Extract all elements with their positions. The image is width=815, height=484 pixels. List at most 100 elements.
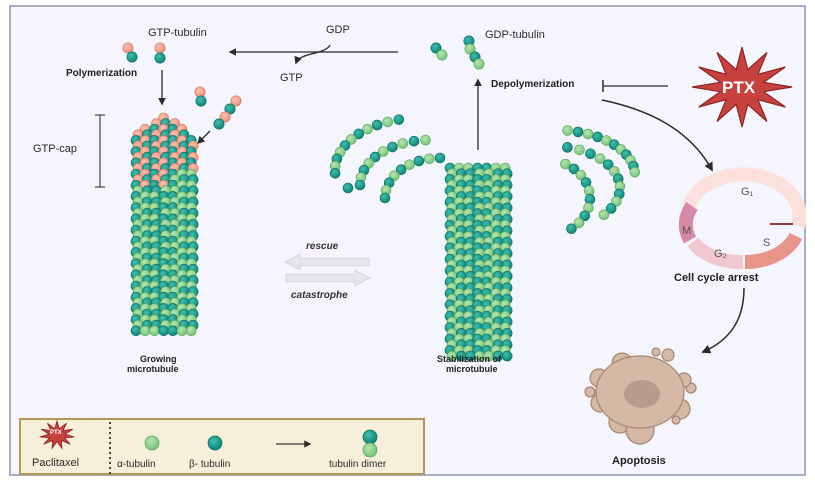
catastrophe-label: catastrophe [291,290,348,301]
alpha-tubulin-bead [149,325,160,337]
cell-cycle-g1-label: G₁ [741,186,754,198]
apoptotic-cell [584,347,697,445]
beta-tubulin-bead [354,179,366,191]
alpha-tubulin-bead [185,325,197,337]
addition-arrow [196,130,211,145]
cell-cycle-g2-label: G₂ [714,248,727,260]
alpha-tubulin-bead [464,43,476,55]
alpha-tubulin-bead [436,49,448,61]
gtp-tubulin-label: GTP-tubulin [148,27,207,39]
beta-tubulin-bead [167,325,179,337]
alpha-tubulin-bead [594,153,606,165]
alpha-tubulin-bead [176,325,188,337]
beta-tubulin-bead [434,152,446,164]
beta-tubulin-bead [395,164,407,176]
beta-tubulin-bead [572,126,584,138]
alpha-tubulin-bead [404,159,415,171]
depolymerization-label: Depolymerization [491,79,575,90]
cell-cycle-g1-segment [682,167,807,229]
alpha-tubulin-bead [423,153,435,165]
beta-tubulin-bead [501,350,513,362]
ptx-starburst [691,46,793,128]
beta-tubulin-bead [605,203,617,214]
alpha-tubulin-bead [629,166,641,178]
ptx-label: PTX [722,78,756,97]
beta-tubulin-bead [329,167,341,179]
legend-tubulin-dimer-label: tubulin dimer [329,459,387,470]
gdp-tubulin-label: GDP-tubulin [485,29,545,41]
gtp-tubulin-bead [219,111,231,123]
beta-tubulin-bead [579,210,591,222]
gtp-label: GTP [280,72,303,84]
beta-tubulin-bead [413,155,425,167]
rescue-label: rescue [306,241,339,252]
beta-tubulin-bead [379,192,391,204]
beta-tubulin-bead [224,103,236,115]
alpha-tubulin-bead [139,325,151,337]
beta-tubulin-bead [158,325,169,337]
beta-tubulin-bead [130,325,142,337]
gtp-cap-bracket [95,114,105,188]
alpha-tubulin-bead [574,144,585,156]
stabilization-label-line1: Stabilization of [437,354,501,364]
beta-tubulin-bead [342,182,354,194]
beta-tubulin-bead [154,52,166,64]
legend-tubulin-dimer-icon [362,429,378,458]
cell-cycle-s-label: S [763,237,771,249]
catastrophe-arrow [285,269,371,287]
legend-ptx-label: PTX [50,430,62,436]
beta-tubulin-bead [213,118,225,130]
alpha-tubulin-bead [598,209,610,221]
legend-paclitaxel-label: Paclitaxel [32,457,80,469]
alpha-tubulin-bead [397,138,409,149]
beta-tubulin-bead [369,151,381,163]
beta-tubulin-bead [602,159,614,170]
legend-alpha-tubulin-label: α-tubulin [117,459,156,470]
cell-cycle-s-segment [744,232,803,270]
legend-alpha-tubulin-icon [144,435,160,451]
rescue-arrow [284,253,370,271]
cell-cycle-m-label: M [682,225,692,237]
polymerization-label: Polymerization [66,68,138,79]
legend-beta-tubulin-icon [207,435,223,451]
gdp-gtp-exchange-arrow [228,44,398,65]
ptx-inhibition-line [602,80,668,92]
stabilization-label-line2: microtubule [446,364,498,374]
depolymerization-to-cell-cycle-arrow [601,99,713,172]
cell-cycle-diagram [678,167,807,270]
beta-tubulin-bead [562,142,573,153]
alpha-tubulin-bead [575,169,587,181]
beta-tubulin-bead [387,141,398,153]
gdp-label: GDP [326,24,350,36]
beta-tubulin-bead [585,148,596,160]
gtp-tubulin-bead [154,42,166,54]
cell-cycle-to-apoptosis-arrow [701,287,745,354]
beta-tubulin-bead [566,223,577,235]
alpha-tubulin-bead [382,116,394,128]
growing-microtubule-label-line2: microtubule [127,364,179,374]
beta-tubulin-bead [408,135,420,147]
beta-tubulin-bead [393,114,405,125]
beta-tubulin-bead [353,128,365,140]
legend-ptx-icon [39,419,75,450]
gtp-cap-label: GTP-cap [33,143,78,155]
alpha-tubulin-bead [562,125,573,136]
beta-tubulin-bead [568,163,580,175]
alpha-tubulin-bead [420,134,431,146]
alpha-tubulin-bead [560,158,571,170]
beta-tubulin-bead [195,95,207,107]
apoptosis-label: Apoptosis [612,455,666,467]
gtp-tubulin-bead [230,95,242,107]
alpha-tubulin-bead [582,128,594,140]
beta-tubulin-bead [126,51,138,63]
beta-tubulin-bead [371,119,383,131]
tubulin-beads [122,35,641,362]
cell-cycle-g2-segment [687,237,744,270]
legend-box [19,418,425,475]
cell-cycle-arrest-label: Cell cycle arrest [674,272,759,284]
alpha-tubulin-bead [377,146,389,157]
alpha-tubulin-bead [573,217,585,229]
alpha-tubulin-bead [362,123,373,135]
legend-beta-tubulin-label: β- tubulin [189,459,231,470]
